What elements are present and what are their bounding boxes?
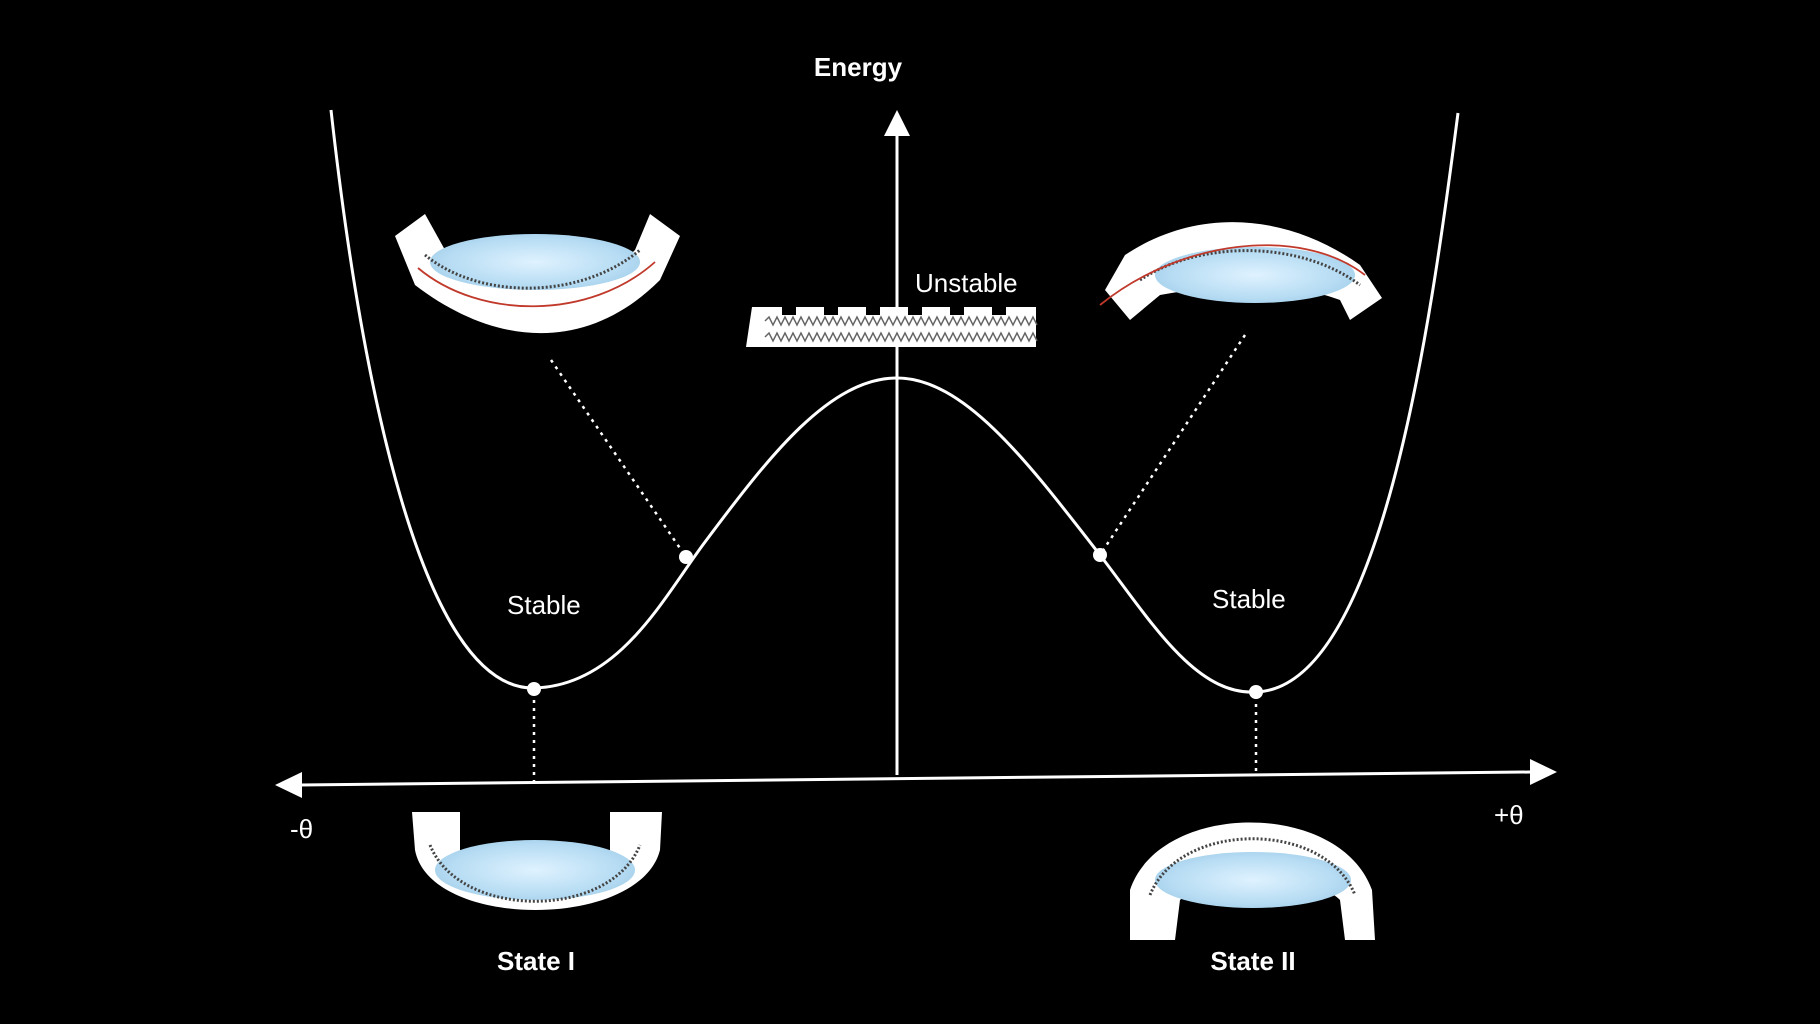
upper-right-wire <box>1099 244 1366 306</box>
right-stable-label: Stable <box>1212 584 1286 614</box>
right-minimum-point <box>1249 685 1263 699</box>
flat-actuator-coil-top <box>764 315 1038 327</box>
upper-left-plate <box>395 214 680 334</box>
left-leader-line <box>549 359 688 558</box>
energy-axis-label: Energy <box>814 52 903 82</box>
flat-actuator-illustration <box>746 307 1038 347</box>
right-slope-point <box>1093 548 1107 562</box>
unstable-label: Unstable <box>915 268 1018 298</box>
left-minimum-point <box>527 682 541 696</box>
theta-axis-neg-arrowhead <box>275 772 302 798</box>
theta-positive-label: +θ <box>1494 800 1524 830</box>
state-two-actuator-illustration <box>1130 822 1375 940</box>
state-two-label: State II <box>1210 946 1295 976</box>
axes <box>275 110 1557 798</box>
state-two-coil <box>1148 837 1357 896</box>
upper-right-fluid <box>1155 247 1355 303</box>
state-one-fluid <box>435 840 635 900</box>
state-one-actuator-illustration <box>412 812 662 910</box>
state-one-coil <box>428 844 642 903</box>
theta-axis-pos-arrowhead <box>1530 759 1557 785</box>
upper-right-coil <box>1139 249 1361 287</box>
theta-negative-label: -θ <box>290 814 313 844</box>
energy-curve <box>329 109 1460 694</box>
guide-lines <box>532 334 1258 782</box>
left-stable-label: Stable <box>507 590 581 620</box>
upper-left-actuator-illustration <box>395 214 680 334</box>
upper-left-fluid <box>430 234 640 290</box>
state-two-fluid <box>1155 852 1351 908</box>
upper-left-wire <box>417 261 656 308</box>
labels: Energy -θ +θ Unstable Stable Stable Stat… <box>290 52 1524 976</box>
upper-right-actuator-illustration <box>1099 222 1382 320</box>
flat-actuator-coil-bottom <box>764 331 1038 343</box>
left-slope-point <box>679 550 693 564</box>
curve-points <box>527 548 1263 699</box>
theta-axis <box>299 770 1531 787</box>
upper-left-coil <box>424 248 641 290</box>
right-leader-line <box>1098 334 1247 556</box>
energy-axis-arrowhead <box>884 110 910 136</box>
state-one-label: State I <box>497 946 575 976</box>
